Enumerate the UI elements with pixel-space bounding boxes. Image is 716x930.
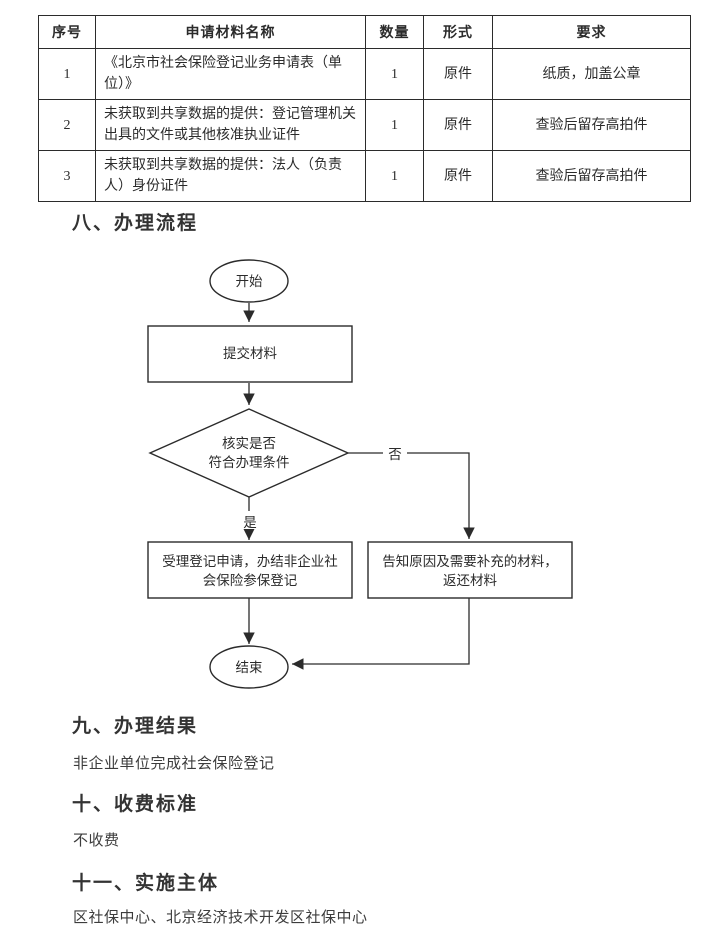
fee-body-text: 不收费 <box>73 833 120 849</box>
accept-line1: 受理登记申请，办结非企业社 <box>162 553 338 569</box>
cell-requirement: 查验后留存高拍件 <box>492 99 691 151</box>
cell-material-name: 未获取到共享数据的提供：登记管理机关出具的文件或其他核准执业证件 <box>95 99 366 151</box>
reject-node: 告知原因及需要补充的材料， 返还材料 <box>367 541 573 599</box>
cell-form: 原件 <box>423 48 493 100</box>
cell-serial: 2 <box>38 99 96 151</box>
decision-diamond <box>148 408 350 498</box>
cell-requirement: 查验后留存高拍件 <box>492 150 691 202</box>
end-node: 结束 <box>209 645 289 689</box>
submit-label: 提交材料 <box>223 345 277 361</box>
section-heading-fee: 十、收费标准 <box>72 794 199 815</box>
edge-no-to-reject <box>407 452 475 539</box>
end-label: 结束 <box>236 660 263 675</box>
result-body-text: 非企业单位完成社会保险登记 <box>73 756 275 772</box>
decision-node: 核实是否 符合办理条件 <box>148 408 350 498</box>
start-node: 开始 <box>209 259 289 303</box>
accept-node: 受理登记申请，办结非企业社 会保险参保登记 <box>147 541 353 599</box>
cell-quantity: 1 <box>365 150 424 202</box>
yes-branch-label: 是 <box>243 515 257 530</box>
cell-serial: 1 <box>38 48 96 100</box>
table-row: 3 未获取到共享数据的提供：法人（负责人）身份证件 1 原件 查验后留存高拍件 <box>38 150 691 202</box>
header-material-name: 申请材料名称 <box>95 15 366 49</box>
edge-reject-to-end <box>292 598 470 670</box>
reject-box <box>367 541 573 599</box>
submit-box <box>147 325 353 383</box>
cell-form: 原件 <box>423 150 493 202</box>
agency-body-text: 区社保中心、北京经济技术开发区社保中心 <box>73 910 368 926</box>
header-form: 形式 <box>423 15 493 49</box>
start-label: 开始 <box>236 274 263 289</box>
process-flowchart: 开始 提交材料 核实是否 符合办理条件 否 是 受理登记申请，办结非企业社 会保… <box>147 259 573 689</box>
cell-material-name: 《北京市社会保险登记业务申请表（单位）》 <box>95 48 366 100</box>
cell-material-name: 未获取到共享数据的提供：法人（负责人）身份证件 <box>95 150 366 202</box>
accept-line2: 会保险参保登记 <box>203 572 298 588</box>
reject-line1: 告知原因及需要补充的材料， <box>382 553 558 569</box>
yes-label-backing <box>240 511 258 529</box>
submit-node: 提交材料 <box>147 325 353 383</box>
header-requirement: 要求 <box>492 15 691 49</box>
section-heading-result: 九、办理结果 <box>72 716 199 737</box>
accept-box <box>147 541 353 599</box>
materials-table: 序号 申请材料名称 数量 形式 要求 1 《北京市社会保险登记业务申请表（单位）… <box>38 15 691 202</box>
end-ellipse <box>209 645 289 689</box>
cell-serial: 3 <box>38 150 96 202</box>
start-ellipse <box>209 259 289 303</box>
header-serial: 序号 <box>38 15 96 49</box>
section-heading-process: 八、办理流程 <box>72 213 199 234</box>
decision-line2: 符合办理条件 <box>209 454 290 470</box>
table-row: 2 未获取到共享数据的提供：登记管理机关出具的文件或其他核准执业证件 1 原件 … <box>38 99 691 151</box>
decision-line1: 核实是否 <box>222 436 276 451</box>
header-quantity: 数量 <box>365 15 424 49</box>
no-branch-label: 否 <box>388 447 402 462</box>
cell-form: 原件 <box>423 99 493 151</box>
cell-quantity: 1 <box>365 48 424 100</box>
table-header-row: 序号 申请材料名称 数量 形式 要求 <box>38 15 691 49</box>
cell-quantity: 1 <box>365 99 424 151</box>
reject-line2: 返还材料 <box>443 573 497 588</box>
cell-requirement: 纸质，加盖公章 <box>492 48 691 100</box>
table-row: 1 《北京市社会保险登记业务申请表（单位）》 1 原件 纸质，加盖公章 <box>38 48 691 100</box>
section-heading-agency: 十一、实施主体 <box>72 873 220 894</box>
